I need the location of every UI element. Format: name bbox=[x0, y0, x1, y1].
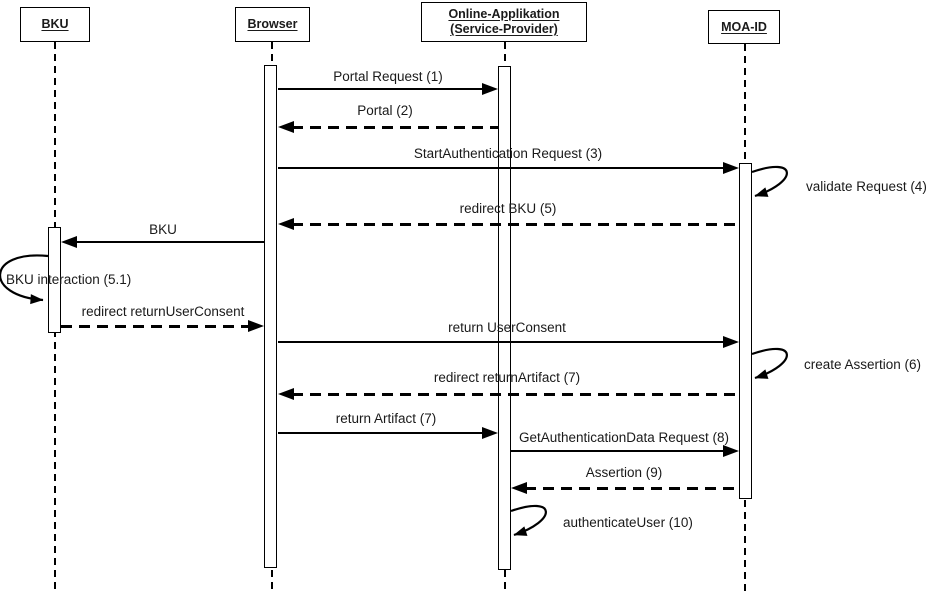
message-label-bku: BKU bbox=[149, 222, 177, 237]
message-line-return-artifact bbox=[278, 432, 484, 435]
self-loop-authenticate-user bbox=[510, 505, 547, 537]
actor-box-bku: BKU bbox=[20, 7, 90, 42]
arrowhead-left-icon bbox=[61, 236, 77, 248]
actor-box-service-provider: Online-Applikation (Service-Provider) bbox=[421, 2, 587, 42]
message-label-create-assertion: create Assertion (6) bbox=[804, 357, 922, 372]
arrowhead-right-icon bbox=[482, 83, 498, 95]
arrowhead-right-icon bbox=[723, 336, 739, 348]
message-line-get-authentication-data bbox=[511, 450, 723, 453]
message-label-assertion: Assertion (9) bbox=[585, 465, 663, 480]
message-line-portal-request bbox=[278, 88, 484, 91]
message-line-redirect-bku bbox=[292, 223, 739, 226]
message-label-redirect-return-artifact: redirect returnArtifact (7) bbox=[433, 370, 581, 385]
arrowhead-left-icon bbox=[511, 482, 527, 494]
arrowhead-left-icon bbox=[278, 218, 294, 230]
message-label-portal: Portal (2) bbox=[357, 103, 413, 118]
actor-box-browser: Browser bbox=[235, 7, 310, 42]
self-loop-validate-request bbox=[751, 166, 788, 198]
arrowhead-right-icon bbox=[248, 320, 264, 332]
activation-bku bbox=[48, 227, 61, 333]
arrowhead-right-icon bbox=[723, 445, 739, 457]
message-line-redirect-return-user-consent bbox=[61, 325, 250, 328]
actor-label-moa-id: MOA-ID bbox=[721, 19, 767, 34]
actor-label-bku: BKU bbox=[41, 17, 69, 31]
actor-label-browser: Browser bbox=[247, 17, 298, 31]
activation-service-provider bbox=[498, 66, 511, 570]
message-line-start-authentication bbox=[278, 167, 725, 170]
actor-box-moa-id: MOA-ID bbox=[708, 10, 780, 44]
message-label-redirect-return-user-consent: redirect returnUserConsent bbox=[81, 304, 245, 319]
message-label-get-authentication-data: GetAuthenticationData Request (8) bbox=[518, 430, 730, 445]
arrowhead-right-icon bbox=[482, 427, 498, 439]
message-line-redirect-return-artifact bbox=[292, 393, 739, 396]
message-line-assertion bbox=[525, 487, 739, 490]
message-line-bku bbox=[75, 241, 264, 244]
message-label-authenticate-user: authenticateUser (10) bbox=[563, 515, 693, 530]
message-label-return-user-consent: return UserConsent bbox=[448, 320, 566, 335]
activation-moa-id bbox=[739, 163, 752, 499]
arrowhead-right-icon bbox=[723, 162, 739, 174]
message-label-start-authentication: StartAuthentication Request (3) bbox=[413, 146, 603, 161]
message-label-redirect-bku: redirect BKU (5) bbox=[459, 201, 557, 216]
activation-browser bbox=[264, 65, 277, 568]
self-loop-bku-interaction bbox=[0, 254, 49, 305]
arrowhead-left-icon bbox=[278, 388, 294, 400]
self-loop-create-assertion bbox=[751, 348, 788, 380]
actor-label-service-provider: Online-Applikation (Service-Provider) bbox=[448, 7, 560, 36]
message-line-portal bbox=[292, 126, 498, 129]
message-label-bku-interaction: BKU interaction (5.1) bbox=[6, 272, 132, 287]
message-label-return-artifact: return Artifact (7) bbox=[335, 411, 437, 426]
message-line-return-user-consent bbox=[278, 341, 725, 344]
arrowhead-left-icon bbox=[278, 121, 294, 133]
message-label-portal-request: Portal Request (1) bbox=[333, 69, 443, 84]
message-label-validate-request: validate Request (4) bbox=[806, 179, 927, 194]
